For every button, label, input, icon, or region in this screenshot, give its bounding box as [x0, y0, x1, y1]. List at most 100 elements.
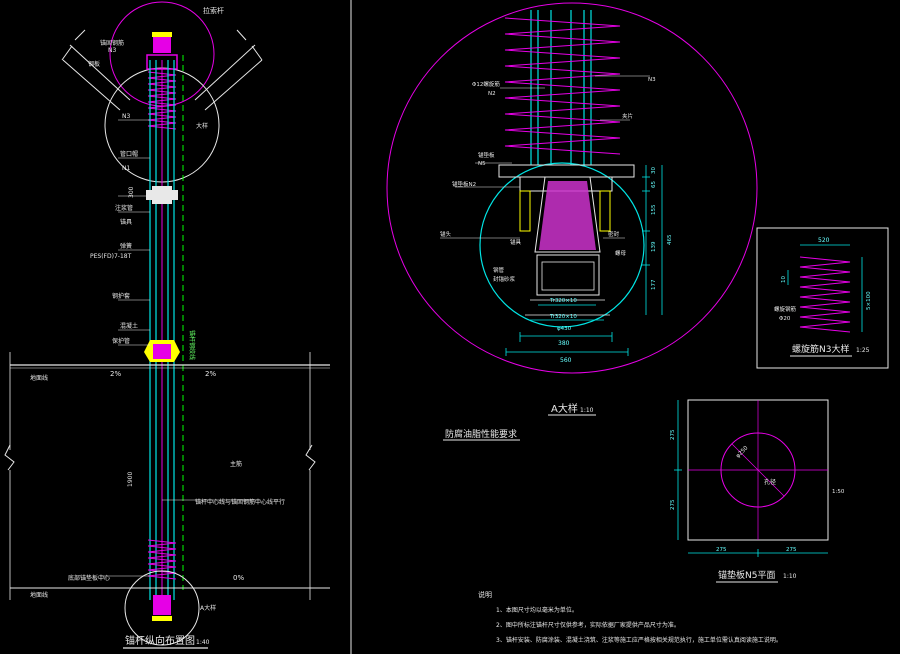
a-label-pipe: 钢管 [493, 266, 505, 274]
plate-dims [674, 400, 828, 557]
label-bottom-left: 底部锚垫板中心 [68, 574, 110, 582]
a-label-anchor-head: 锚头 [440, 230, 452, 238]
left-drawing: 拉索杆 锚固钢筋 N3 钢板 N3 大样 N1 管口帽 注浆管 锚具 弹簧 PE… [4, 1, 330, 649]
mid-coupler [152, 186, 172, 204]
label-depth: 1900 [127, 472, 134, 487]
label-pipe-cap: 管口帽 [120, 150, 138, 158]
note-3: 3、锚杆安装、防腐涂装、混凝土浇筑、注浆等施工应严格按相关规范执行，施工单位需认… [496, 636, 782, 644]
a-dim-phi: φ430 [557, 326, 572, 332]
a-dim-560: 560 [560, 357, 572, 364]
label-grout-pipe: 注浆管 [115, 204, 133, 212]
note-2: 2、图中所标注锚杆尺寸仅供参考，实际依据厂家提供产品尺寸为准。 [496, 621, 680, 629]
notes: 说明 1、本图尺寸均以毫米为单位。 2、图中所标注锚杆尺寸仅供参考，实际依据厂家… [478, 590, 782, 644]
label-spring: 弹簧 [120, 242, 132, 250]
spiral-detail-box: 520 10 5×100 螺旋钢筋 Φ20 螺旋筋N3大样 1:25 [756, 227, 889, 369]
a-label-seal2: 封锚砂浆 [493, 275, 516, 283]
mid-coupler-l [146, 190, 152, 200]
a-label-n5: N5 [478, 161, 486, 167]
a-detail-spiral [504, 17, 621, 155]
a-label-plate: 锚垫板 [478, 151, 495, 159]
label-slope-right: 2% [205, 370, 216, 378]
label-detail-a: A大样 [200, 604, 216, 612]
a-dim-177: 177 [651, 279, 657, 290]
label-steel-cover: 钢护套 [112, 292, 130, 300]
a-label-wedge: 夹片 [622, 112, 633, 120]
spiral-box-scale: 1:25 [856, 347, 870, 354]
section-note: 防腐油脂性能要求 [445, 428, 517, 440]
label-side-dim: 锚杆钢绞线 [188, 330, 196, 360]
a-dim-139: 139 [651, 241, 657, 252]
label-slope-left: 2% [110, 370, 121, 378]
anchor-cap-bottom [152, 616, 172, 621]
a-label-nut: 螺母 [615, 249, 627, 257]
label-ground-left: 地面线 [30, 374, 48, 382]
plate-scale: 1:10 [783, 573, 797, 580]
label-top-right: 拉索杆 [203, 6, 224, 15]
a-dim-t1: Tr320×10 [549, 298, 577, 304]
a-label-sealant: 密封 [608, 230, 620, 238]
a-detail-outer-circle [386, 2, 758, 374]
mid-coupler-r [172, 190, 178, 200]
a-label-n2: N2 [488, 91, 496, 97]
label-left-wing: 钢板 [88, 60, 100, 68]
spiral-label2: Φ20 [779, 316, 791, 322]
spiral-dim-right: 5×100 [866, 291, 872, 310]
left-scale: 1:40 [196, 639, 210, 646]
label-top-left-b: N3 [108, 47, 116, 54]
a-detail-dims [505, 165, 663, 356]
plate-dim-left-bottom: 275 [670, 499, 676, 510]
a-dim-155: 155 [651, 204, 657, 215]
a-dim-380: 380 [558, 340, 570, 347]
break-left [4, 444, 15, 471]
anchor-head-top [153, 37, 171, 53]
a-dim-30: 30 [651, 167, 657, 174]
label-ground-mid: 主筋 [230, 460, 242, 468]
spiral-dim-width: 520 [818, 237, 830, 244]
notes-heading: 说明 [478, 590, 492, 599]
label-big-circle: 大样 [196, 122, 208, 130]
plate-dim-left-top: 275 [670, 429, 676, 440]
label-spec: PES(FD)7-18T [90, 253, 132, 260]
break-right [305, 444, 316, 471]
label-slope-bottom: 0% [233, 574, 244, 582]
label-protect-tube: 保护管 [112, 337, 130, 345]
a-detail-wedge [534, 176, 601, 253]
a-dim-65: 65 [651, 181, 657, 188]
ground-collar-inner [153, 344, 171, 359]
label-bottom-note: 地面线 [30, 591, 48, 599]
plate-diag-label: φ250 [735, 445, 750, 460]
a-detail-nut [536, 254, 600, 296]
spiral-box-title: 螺旋筋N3大样 [792, 343, 849, 355]
a-detail-fill [539, 181, 596, 250]
left-title: 锚杆纵向布置图 [125, 634, 195, 647]
plate-n5-detail: φ250 孔径 1:50 275 275 275 275 锚垫板N5平面 1:1… [670, 399, 845, 583]
plate-title: 锚垫板N5平面 [718, 569, 775, 581]
label-concrete: 混凝土 [120, 322, 138, 330]
a-dim-465: 465 [667, 234, 673, 245]
spiral-label: 螺旋钢筋 [774, 305, 797, 313]
spiral-box-zigzag [799, 256, 851, 333]
a-detail-leaders [440, 75, 650, 239]
label-n1: N1 [122, 165, 130, 172]
note-1: 1、本图尺寸均以毫米为单位。 [496, 606, 578, 614]
label-top-left-a: 锚固钢筋 [100, 39, 124, 47]
a-detail: Φ12螺旋筋 N2 N3 锚垫板 N5 锚垫板N2 夹片 锚具 锚头 密封 钢管… [386, 2, 758, 441]
label-dim-300: 300 [128, 186, 135, 198]
leaders-left [100, 119, 260, 577]
plate-dim-bottom-left: 275 [716, 547, 727, 553]
spiral-dim-left: 10 [781, 276, 787, 283]
a-dim-t2: Tr320×10 [549, 314, 577, 320]
anchor-head-bottom [153, 595, 171, 615]
plate-side-scale: 1:50 [832, 489, 845, 495]
a-label-n3: N3 [648, 77, 656, 83]
cable-wings [61, 29, 263, 111]
a-detail-scale: 1:10 [580, 407, 594, 414]
plate-dim-bottom-right: 275 [786, 547, 797, 553]
a-detail-title: A大样 [551, 402, 578, 415]
label-long-note: 锚杆中心线与锚固钢筋中心线平行 [195, 498, 285, 506]
spiral-box-frame [756, 227, 889, 369]
anchor-cap-top [152, 32, 172, 37]
a-label-spiral: Φ12螺旋筋 [472, 80, 500, 88]
